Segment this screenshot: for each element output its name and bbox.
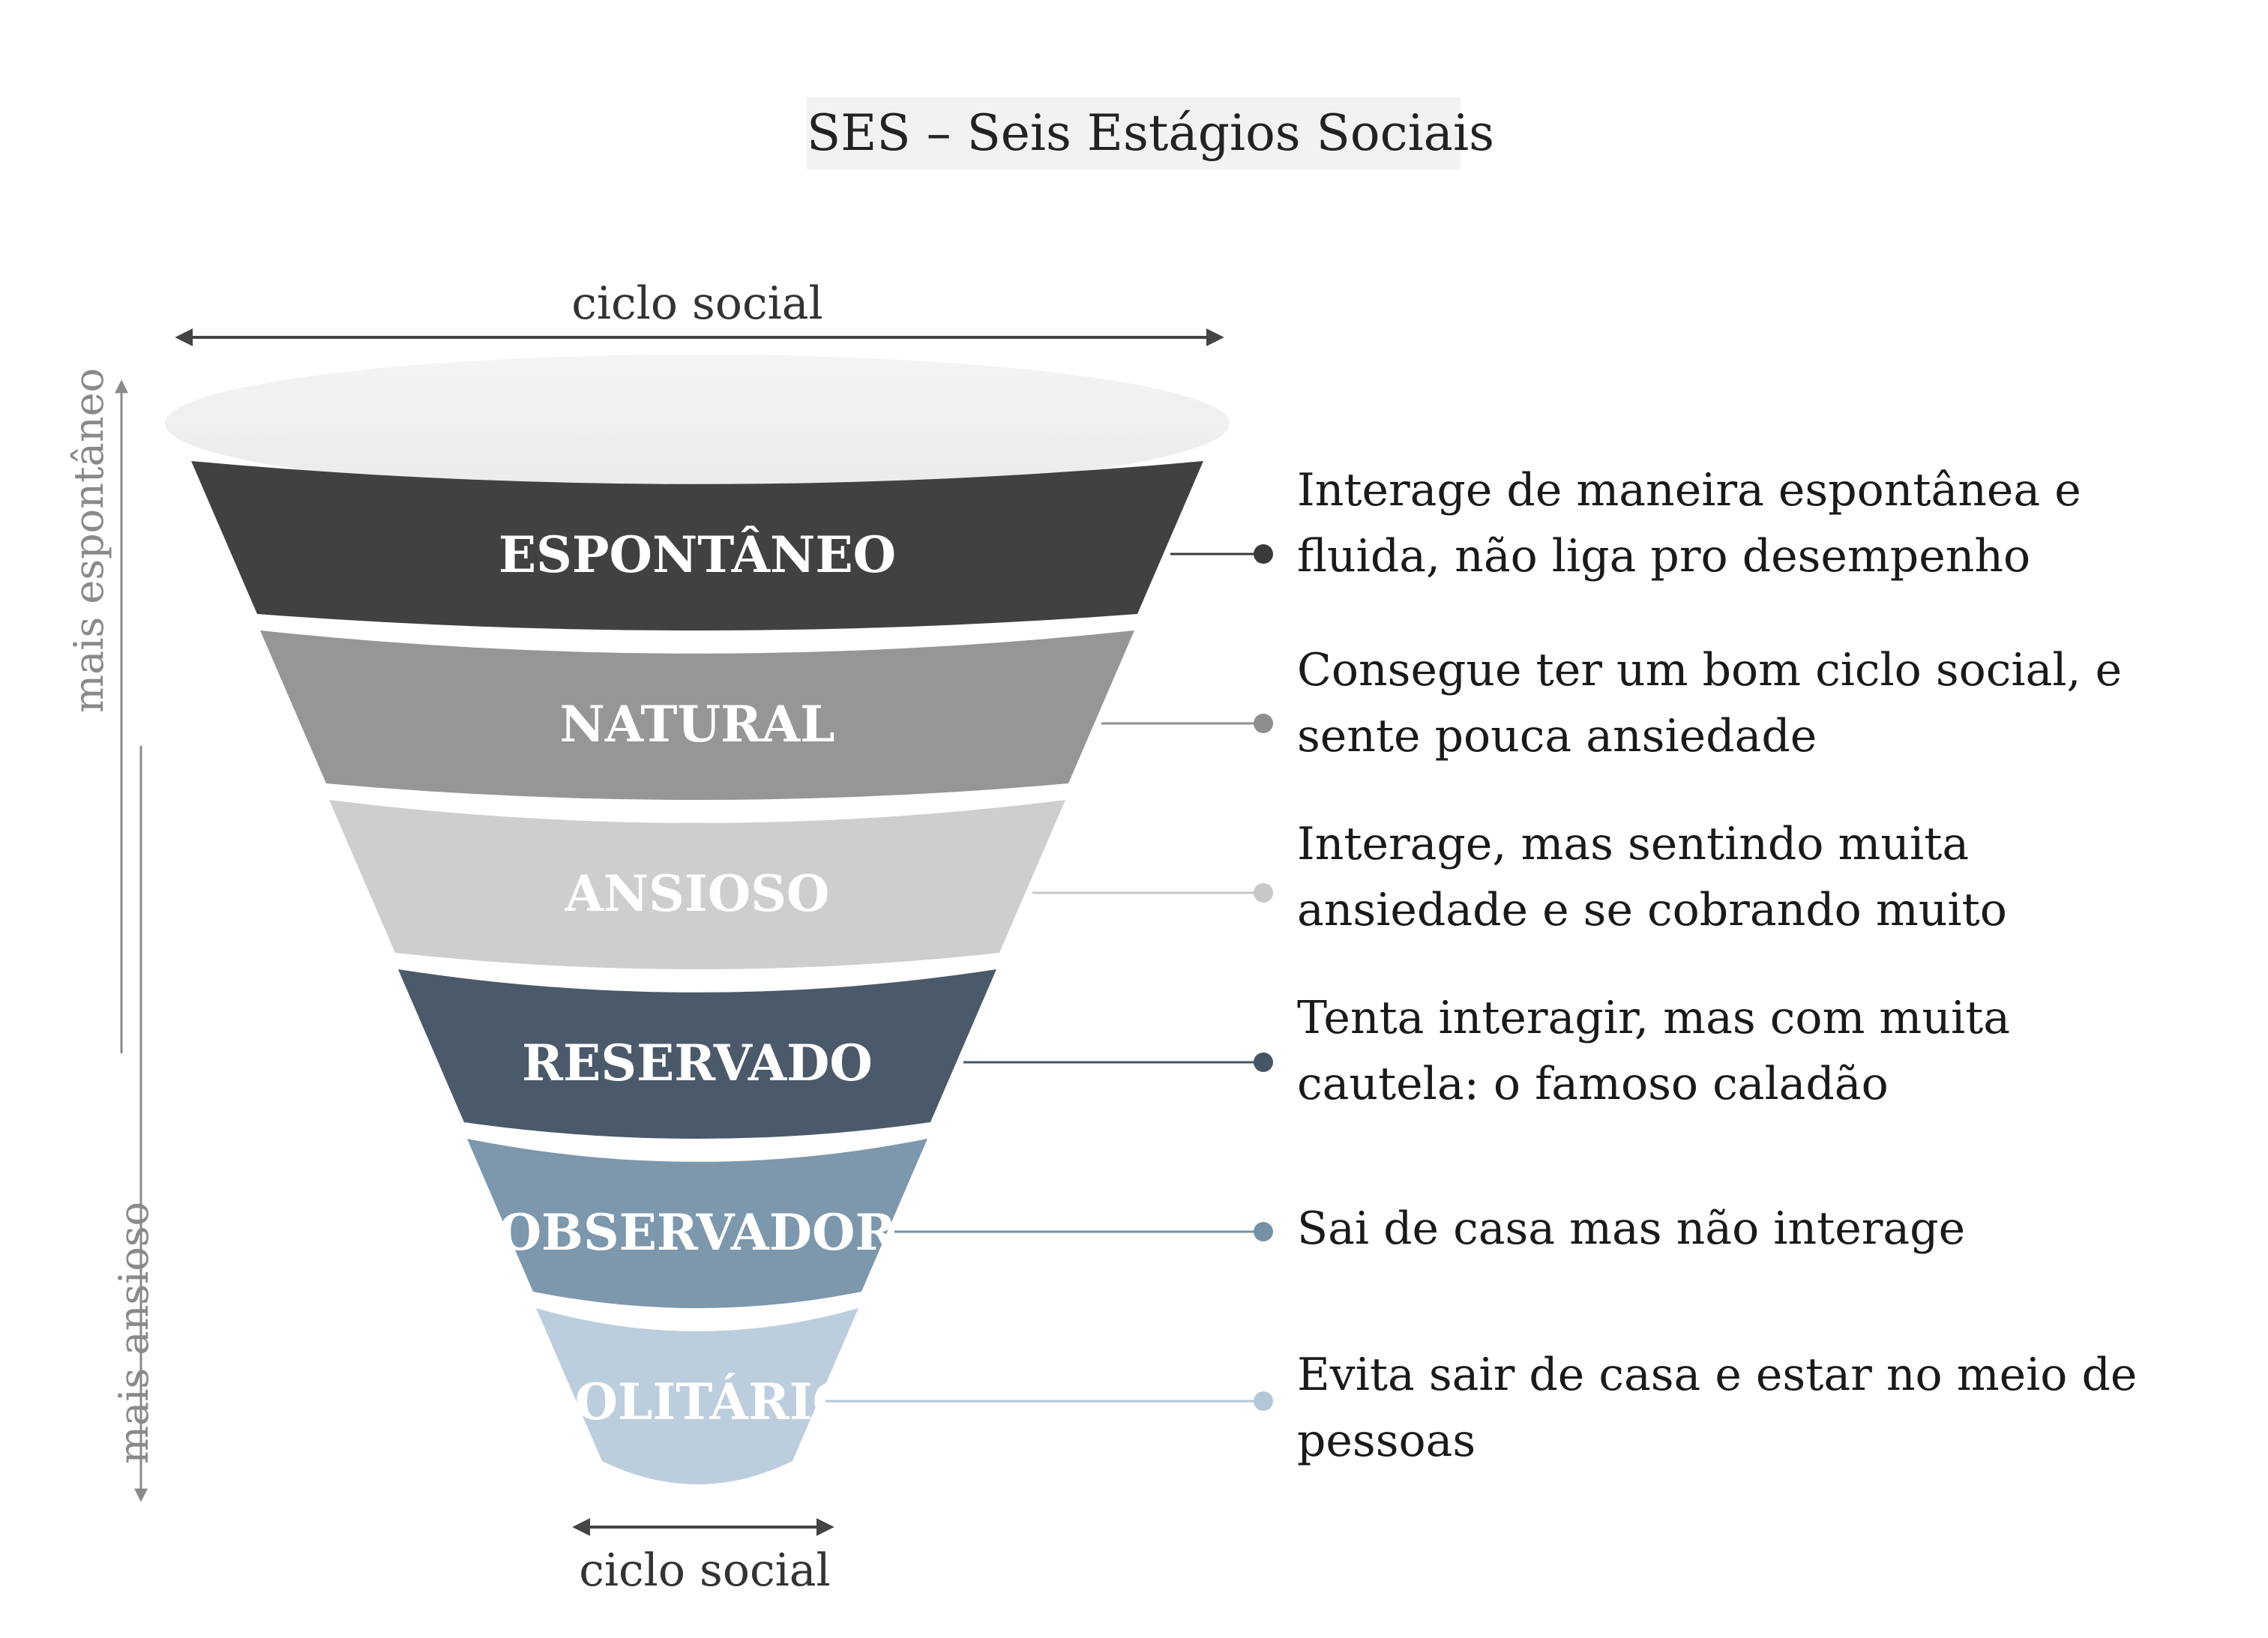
stage-connector-dot [1254, 1391, 1273, 1411]
stage-connector-dot [1254, 544, 1273, 564]
funnel-band-solitário [536, 1308, 858, 1484]
stage-description-line: Tenta interagir, mas com muita [1297, 992, 2011, 1044]
bottom-cycle-label: ciclo social [579, 1544, 831, 1597]
top-cycle-label: ciclo social [571, 277, 823, 330]
stage-description-line: Consegue ter um bom ciclo social, e [1297, 644, 2123, 696]
stage-description-line: Evita sair de casa e estar no meio de [1297, 1349, 2138, 1401]
stage-connector-dot [1254, 883, 1273, 903]
stage-description: Consegue ter um bom ciclo social, e sente… [1297, 637, 2249, 769]
funnel-band-observador [467, 1139, 927, 1308]
stage-description: Sai de casa mas não interage [1297, 1196, 2249, 1262]
funnel-rim [165, 355, 1230, 493]
stage-connector-dot [1254, 1053, 1273, 1072]
stage-description: Interage, mas sentindo muita ansiedade e … [1297, 811, 2249, 943]
stage-description-line: Interage, mas sentindo muita [1297, 818, 1970, 870]
axis-label-more-anxious: mais ansioso [110, 1201, 157, 1465]
stage-label: ANSIOSO [565, 864, 830, 923]
stage-description: Tenta interagir, mas com muita cautela: o… [1297, 985, 2249, 1117]
stage-label: NATURAL [559, 695, 834, 753]
stage-label: ESPONTÂNEO [499, 526, 896, 584]
stage-label: OBSERVADOR [499, 1203, 897, 1262]
stage-description-line: sente pouca ansiedade [1297, 710, 1817, 762]
funnel-band-ansioso [329, 800, 1065, 969]
funnel-band-espontâneo [191, 461, 1203, 630]
stage-description-line: pessoas [1297, 1415, 1476, 1467]
stage-connector-dot [1254, 1222, 1273, 1241]
funnel-band-reservado [398, 969, 996, 1139]
stage-description-line: Interage de maneira espontânea e [1297, 464, 2081, 517]
stage-connector-dot [1254, 714, 1273, 733]
stage-label: RESERVADO [522, 1034, 873, 1092]
stage-label: SOLITÁRIO [539, 1373, 855, 1431]
stage-description-line: ansiedade e se cobrando muito [1297, 884, 2007, 936]
funnel-band-natural [260, 630, 1134, 800]
stage-description-line: cautela: o famoso caladão [1297, 1058, 1889, 1110]
diagram-title: SES – Seis Estágios Sociais [807, 97, 1494, 169]
stage-description-line: Sai de casa mas não interage [1297, 1202, 1966, 1255]
stage-description: Interage de maneira espontânea e fluida, … [1297, 457, 2249, 589]
stage-description: Evita sair de casa e estar no meio de pes… [1297, 1342, 2249, 1474]
axis-label-more-spontaneous: mais espontâneo [65, 367, 112, 714]
stage-description-line: fluida, não liga pro desempenho [1297, 530, 2031, 582]
